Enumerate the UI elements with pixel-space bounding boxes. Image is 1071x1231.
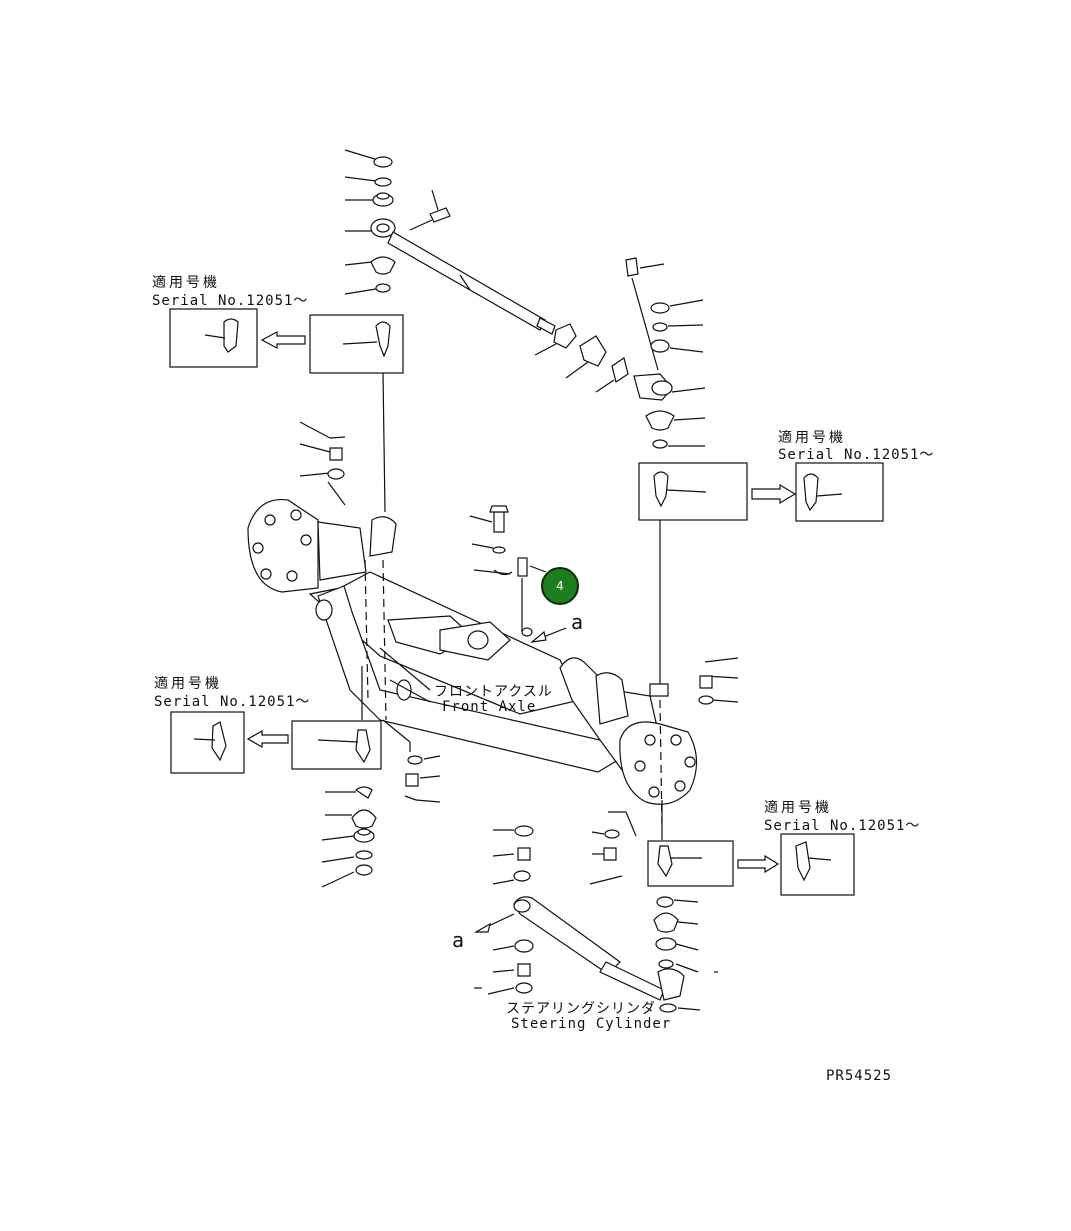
tie-rod-assembly xyxy=(344,149,706,449)
part-callout-4[interactable]: 4 xyxy=(541,567,579,605)
steering-cylinder-label-en: Steering Cylinder xyxy=(511,1016,672,1032)
arrow-right-icon xyxy=(737,854,780,874)
applicability-label: 適用号機 xyxy=(778,430,846,446)
front-axle-body xyxy=(247,372,739,831)
callout-number: 4 xyxy=(556,579,564,593)
arrow-left-icon xyxy=(246,729,289,749)
front-axle-label-en: Front Axle xyxy=(442,699,537,715)
view-marker-a: a xyxy=(571,610,585,634)
serial-number-label: Serial No.12051～ xyxy=(152,293,309,309)
arrow-left-icon xyxy=(260,331,306,349)
inset-ball-joints xyxy=(169,308,884,896)
drawing-number: PR54525 xyxy=(826,1068,893,1084)
view-marker-a: a xyxy=(452,928,466,952)
lower-left-stack xyxy=(321,666,441,888)
applicability-label: 適用号機 xyxy=(154,676,222,692)
serial-number-label: Serial No.12051～ xyxy=(778,447,935,463)
steering-cylinder-label-jp: ステアリングシリンダ xyxy=(506,1001,656,1017)
serial-number-label: Serial No.12051～ xyxy=(154,694,311,710)
applicability-label: 適用号機 xyxy=(764,800,832,816)
serial-number-label: Serial No.12051～ xyxy=(764,818,921,834)
arrow-right-icon xyxy=(751,483,797,505)
front-axle-label-jp: フロントアクスル xyxy=(434,684,553,700)
applicability-label: 適用号機 xyxy=(152,275,220,291)
steering-cylinder-assembly xyxy=(473,800,718,1013)
